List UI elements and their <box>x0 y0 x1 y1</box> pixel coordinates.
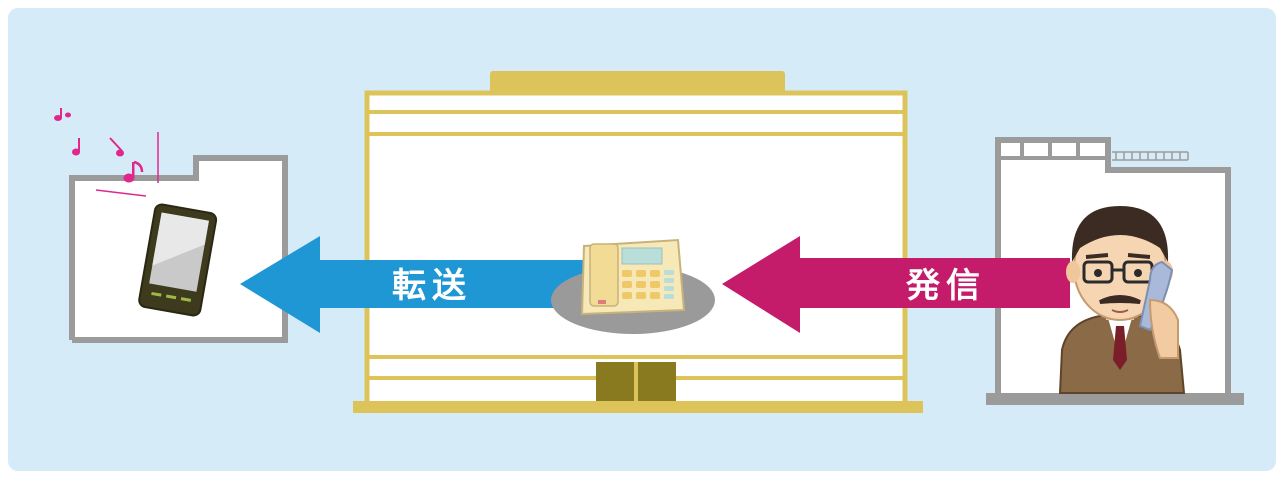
call-label: 発信 <box>906 266 986 306</box>
transfer-label: 転送 <box>392 266 472 306</box>
desk-phone-icon <box>551 238 715 334</box>
call-arrow: 発信 <box>722 236 1070 333</box>
music-notes-icon <box>54 108 144 183</box>
smartphone-icon <box>138 203 218 317</box>
vibration-line-1 <box>95 189 147 197</box>
transfer-arrow: 転送 <box>240 236 600 333</box>
businessman-on-phone-icon <box>1058 206 1186 394</box>
